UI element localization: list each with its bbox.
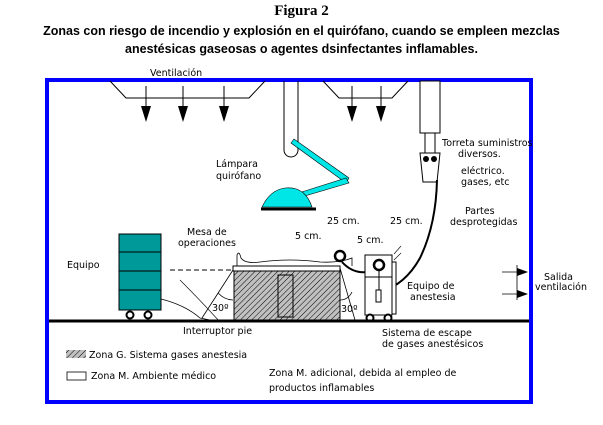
operating-table-label-2: operaciones — [178, 238, 236, 249]
air-inlet-arrow-icon — [141, 86, 151, 122]
operating-table-label: Mesa de — [187, 227, 227, 238]
operating-table — [232, 252, 353, 322]
air-inlet-arrow-icon — [178, 86, 188, 122]
air-outlet-arrow-icon — [517, 268, 528, 276]
anesthesia-equipment-label-2: anestesia — [410, 292, 456, 303]
foot-switch-cable — [160, 298, 211, 321]
lamp-label-2: quirófano — [216, 171, 261, 182]
equipment-cabinet — [118, 233, 162, 320]
distance-5cm-left: 5 cm. — [295, 231, 322, 242]
service-tower — [419, 80, 441, 183]
legend-zone-m: Zona M. Ambiente médico — [91, 371, 216, 382]
air-inlet-arrow-icon — [219, 86, 229, 122]
ventilation-hood-right — [322, 80, 409, 122]
foot-switch-label: Interruptor pie — [183, 326, 252, 337]
air-inlet-arrow-icon — [347, 86, 357, 122]
tower-label-3: eléctrico. — [461, 166, 505, 177]
legend-swatch-zone-g — [66, 350, 86, 358]
distance-5cm-right: 5 cm. — [357, 235, 384, 246]
tower-label-4: gases, etc — [461, 177, 509, 188]
surgical-lamp — [261, 81, 350, 211]
zone-angle-right — [339, 267, 356, 321]
lamp-label: Lámpara — [216, 159, 258, 170]
exhaust-label-2: ventilación — [535, 282, 587, 293]
figure-title: Figura 2 — [274, 3, 329, 19]
exhaust-system-label: Sistema de escape — [382, 328, 472, 339]
ventilation-label: Ventilación — [150, 68, 202, 79]
ventilation-exit — [502, 265, 528, 300]
subtitle-line-2: anestésicas gaseosas o agentes dsinfecta… — [125, 42, 478, 56]
anesthesia-equipment-label: Equipo de — [407, 281, 455, 292]
angle-label-left: 30º — [212, 303, 229, 314]
zone-g-hatched-area — [233, 270, 341, 322]
room-border — [45, 78, 533, 404]
equipment-label: Equipo — [67, 260, 100, 271]
unprotected-parts-label: Partes — [465, 206, 495, 217]
legend-zone-m-additional-2: productos inflamables — [269, 383, 374, 394]
air-outlet-arrow-icon — [517, 290, 528, 298]
legend-zone-g: Zona G. Sistema gases anestesia — [89, 350, 247, 361]
tower-label-2: diversos. — [458, 149, 501, 160]
exhaust-label: Salida — [544, 272, 573, 283]
exhaust-system-label-2: de gases anestésicos — [382, 339, 483, 350]
angle-label-right: 30º — [341, 304, 358, 315]
figure-subtitle: Zonas con riesgo de incendio y explosión… — [0, 22, 603, 58]
legend: Zona G. Sistema gases anestesia Zona M. … — [66, 350, 456, 394]
distance-25cm-right: 25 cm. — [390, 216, 423, 227]
ventilation-hood-left — [109, 80, 266, 122]
anesthesia-machine — [364, 245, 402, 323]
air-inlet-arrow-icon — [376, 86, 386, 122]
subtitle-line-1: Zonas con riesgo de incendio y explosión… — [43, 24, 560, 38]
legend-swatch-zone-m — [66, 371, 87, 381]
zone-angle-left — [179, 269, 234, 323]
tower-label: Torreta suministros — [441, 138, 533, 149]
unprotected-parts-label-2: desprotegidas — [450, 217, 517, 228]
distance-25cm-left: 25 cm. — [327, 216, 360, 227]
legend-zone-m-additional: Zona M. adicional, debida al empleo de — [269, 368, 456, 379]
